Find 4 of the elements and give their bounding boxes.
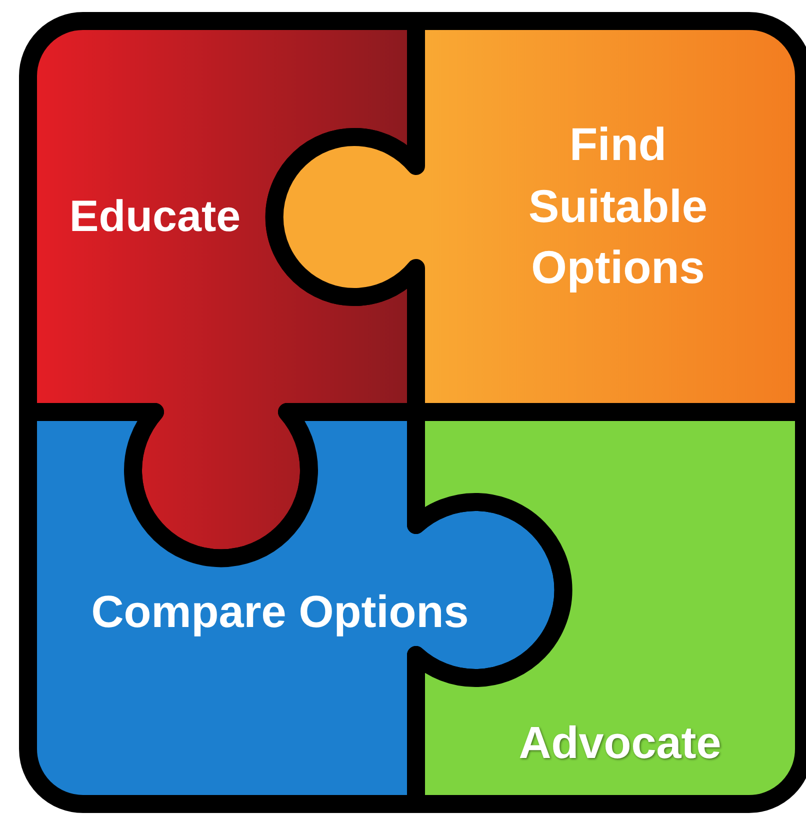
piece-label: Educate xyxy=(68,191,242,243)
piece-label: Compare Options xyxy=(90,585,470,639)
piece-label: Find Suitable Options xyxy=(528,117,708,296)
piece-label: Advocate xyxy=(518,716,722,770)
